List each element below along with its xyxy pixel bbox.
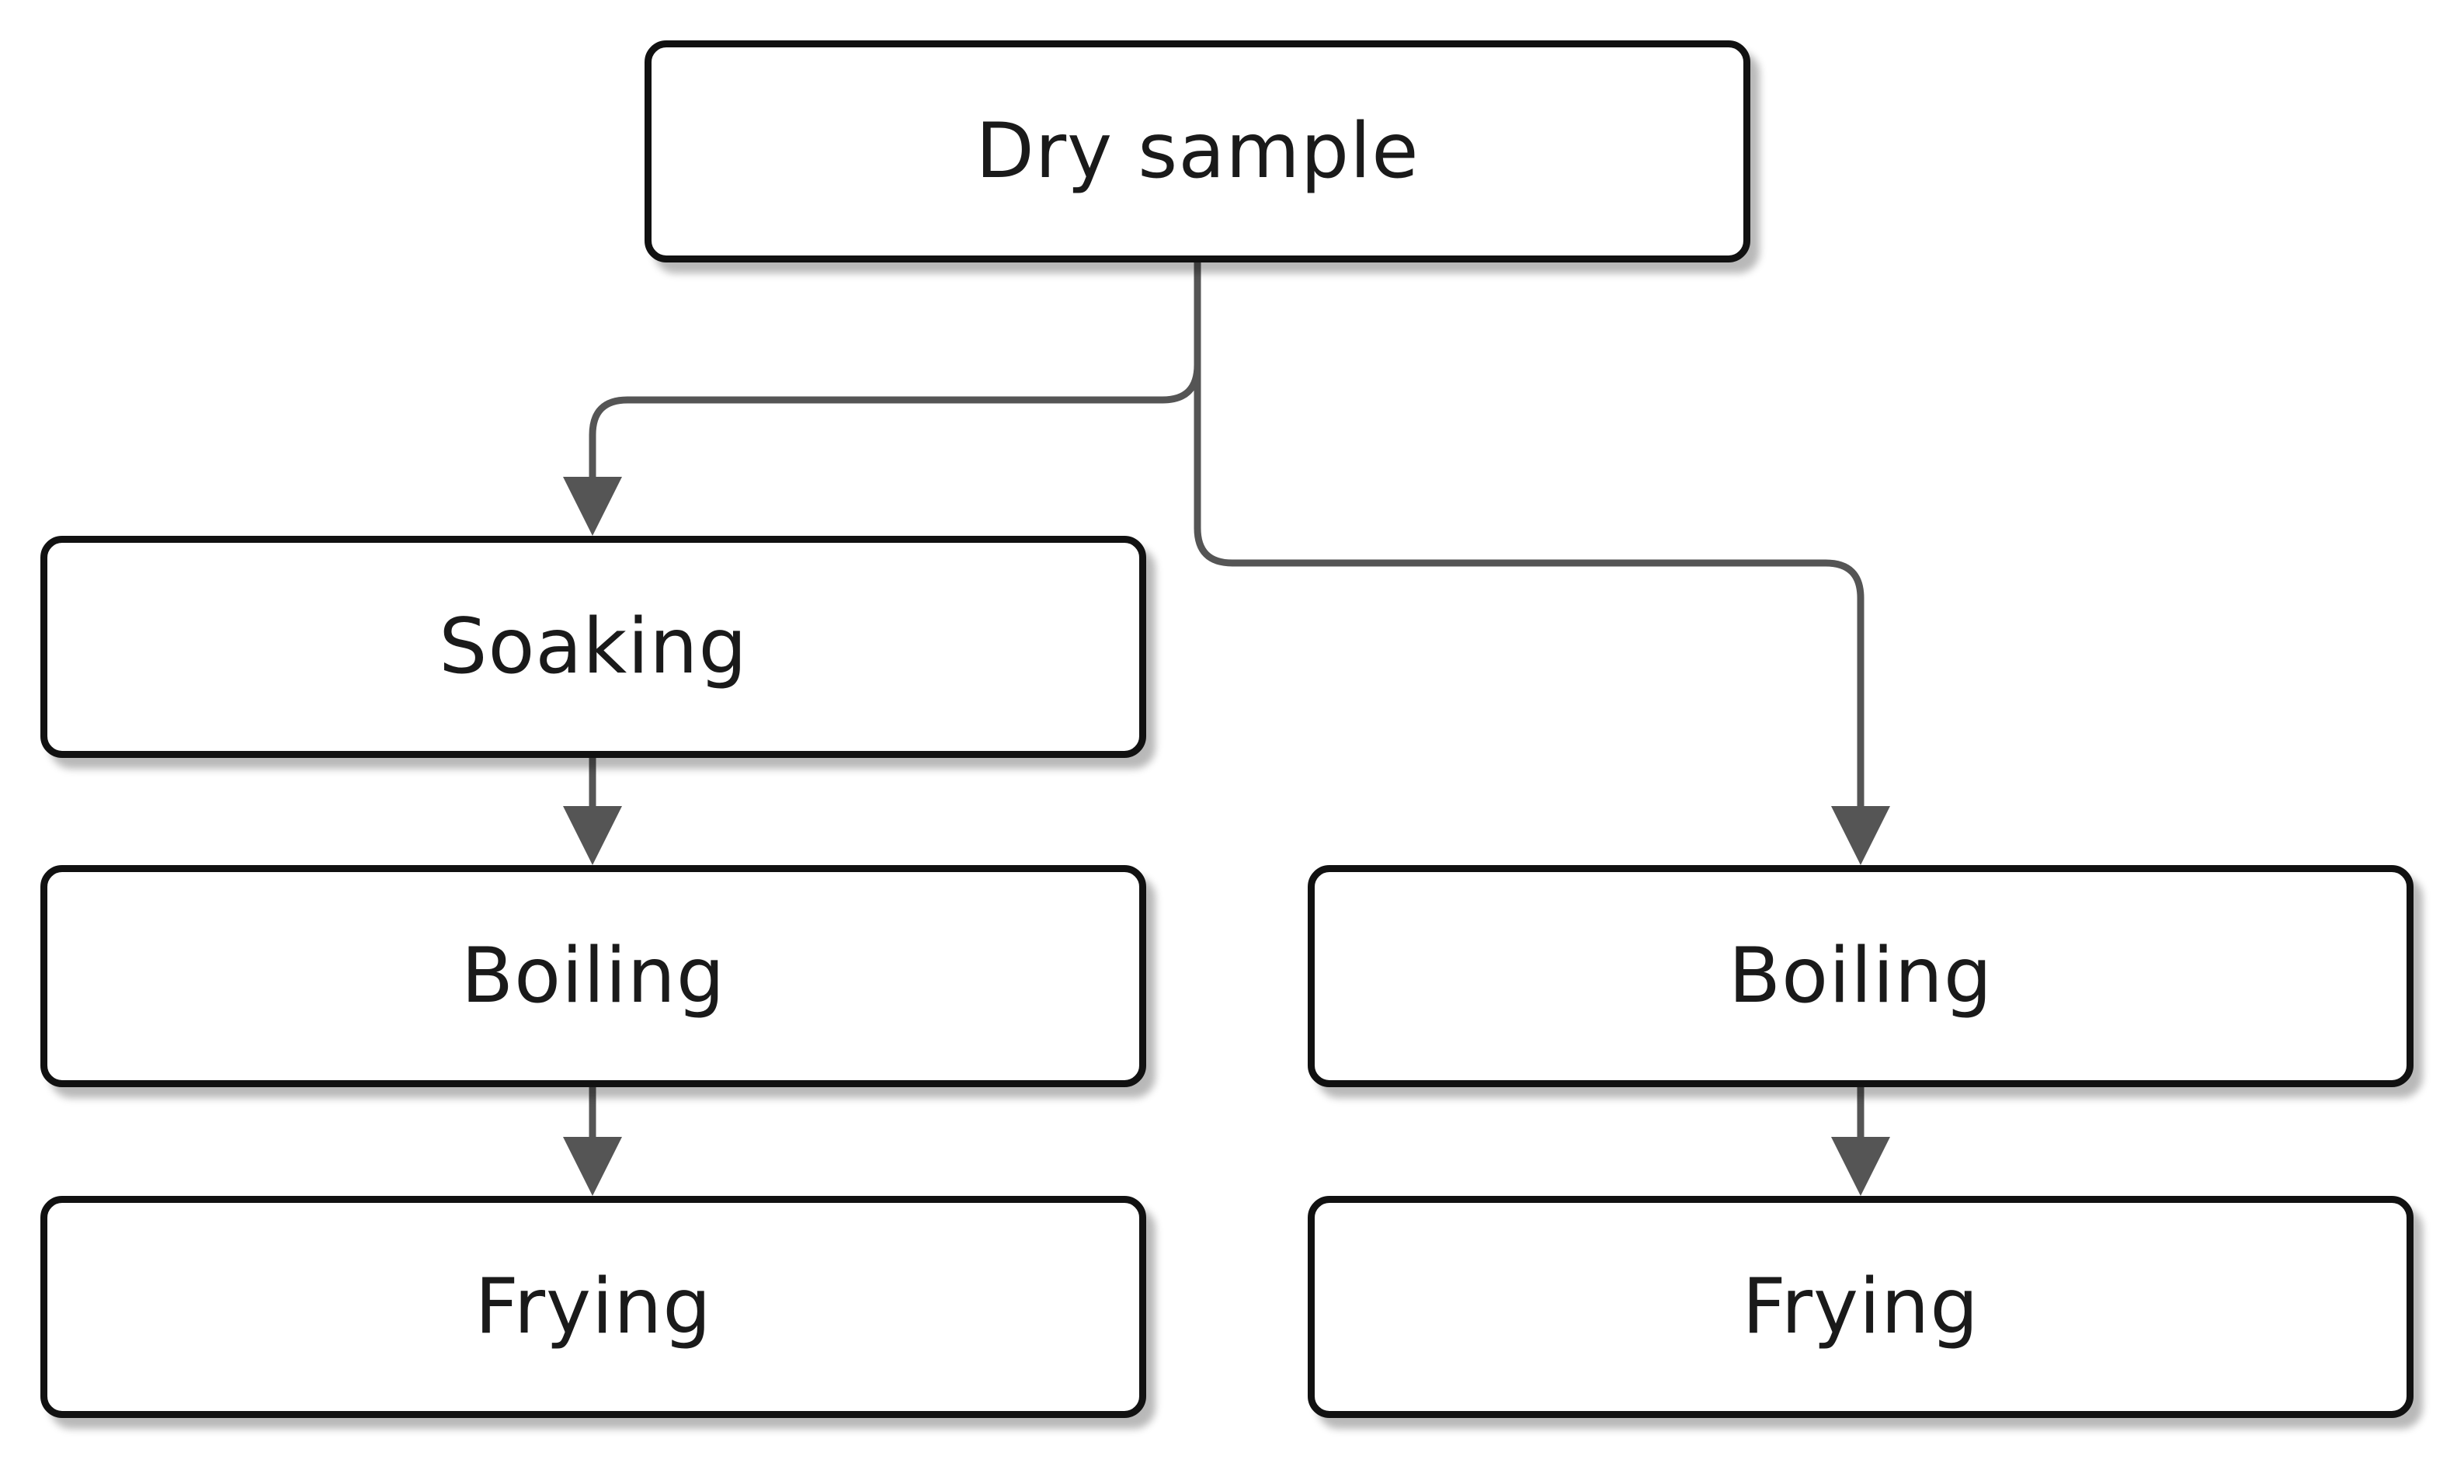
- node-frying-left: Frying: [40, 1196, 1146, 1418]
- arrowhead-soaking: [563, 477, 622, 536]
- node-label: Soaking: [439, 603, 748, 691]
- node-boiling-right: Boiling: [1308, 865, 2414, 1087]
- arrowhead-boiling-left: [563, 806, 622, 865]
- arrowhead-frying-right: [1831, 1137, 1890, 1196]
- node-label: Boiling: [1728, 932, 1993, 1020]
- edge-dry-to-boiling-right: [1194, 365, 1865, 812]
- arrowhead-frying-left: [563, 1137, 622, 1196]
- edge-dry-to-soaking: [589, 262, 1201, 483]
- node-soaking: Soaking: [40, 536, 1146, 758]
- node-boiling-left: Boiling: [40, 865, 1146, 1087]
- arrowhead-boiling-right: [1831, 806, 1890, 865]
- node-label: Frying: [474, 1263, 712, 1351]
- node-label: Frying: [1742, 1263, 1979, 1351]
- node-label: Dry sample: [975, 107, 1420, 196]
- node-frying-right: Frying: [1308, 1196, 2414, 1418]
- node-label: Boiling: [460, 932, 726, 1020]
- node-dry-sample: Dry sample: [645, 40, 1750, 262]
